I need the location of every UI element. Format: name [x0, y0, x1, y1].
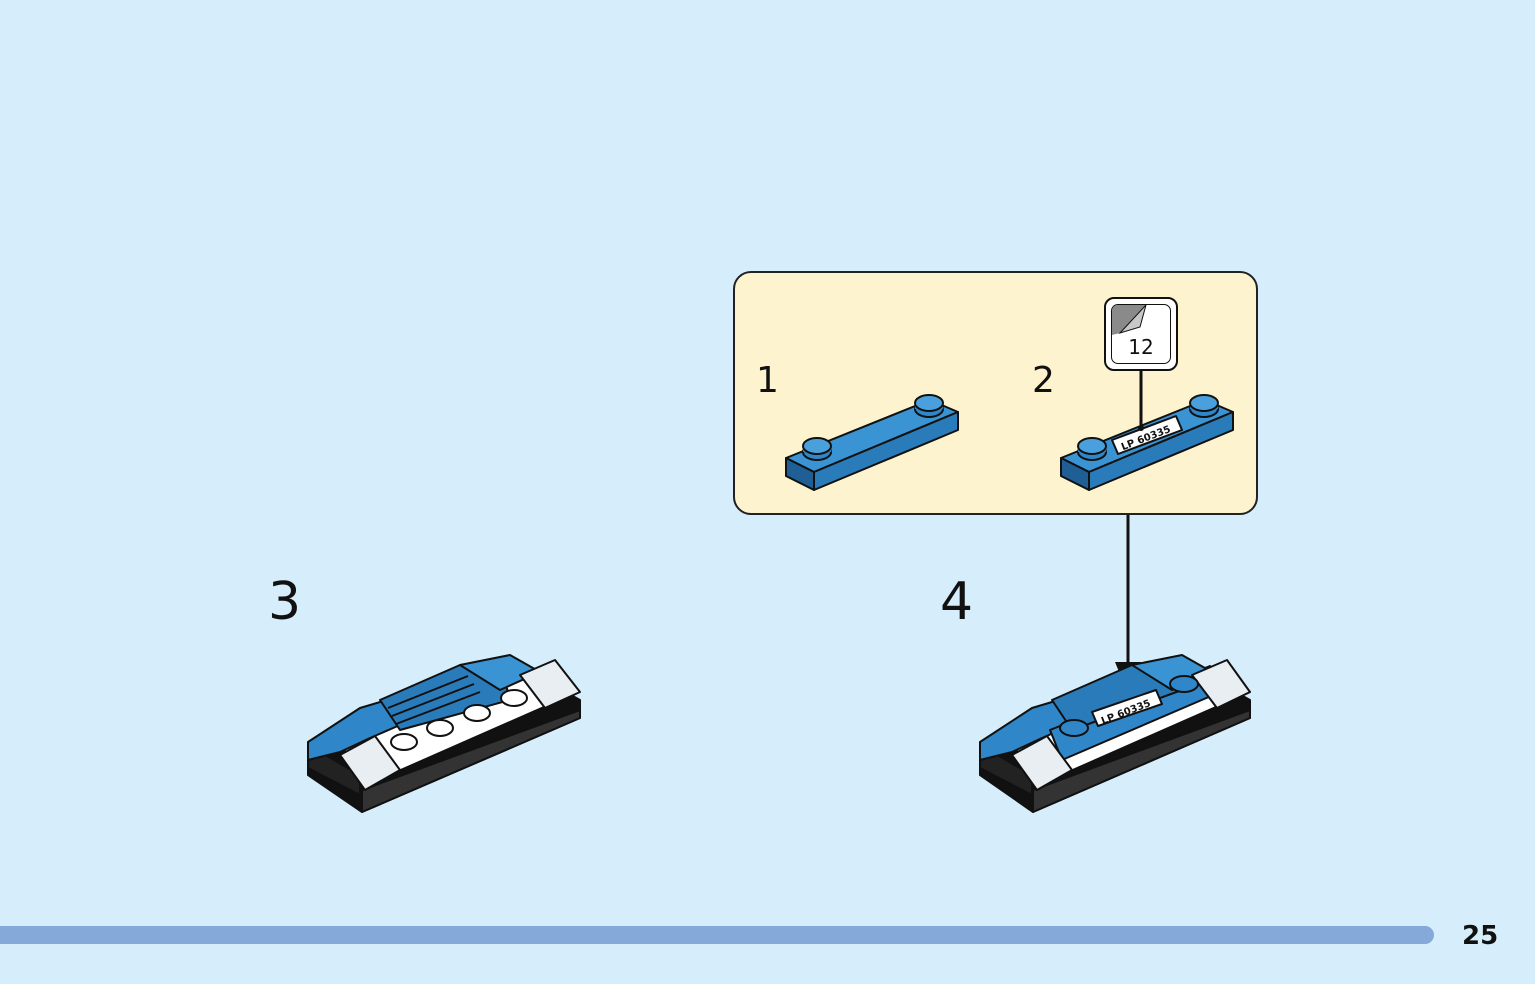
car-model-step4-icon: [979, 654, 1251, 813]
substep-number-1: 1: [756, 360, 779, 401]
plate-1x4-icon: [785, 394, 959, 491]
car-model-step3-icon: [307, 654, 581, 813]
substep-number-2: 2: [1032, 360, 1055, 401]
progress-bar: [0, 926, 1434, 944]
page-number: 25: [1462, 921, 1499, 951]
sticker-pointer-dot: [1138, 425, 1144, 431]
plate-with-sticker-icon: [1060, 394, 1234, 491]
step-number-3: 3: [268, 572, 302, 632]
sticker-number: 12: [1128, 335, 1154, 359]
sticker-icon: 12: [1111, 304, 1171, 364]
step-number-4: 4: [940, 572, 974, 632]
sticker-reference-box: 12: [1104, 297, 1178, 371]
